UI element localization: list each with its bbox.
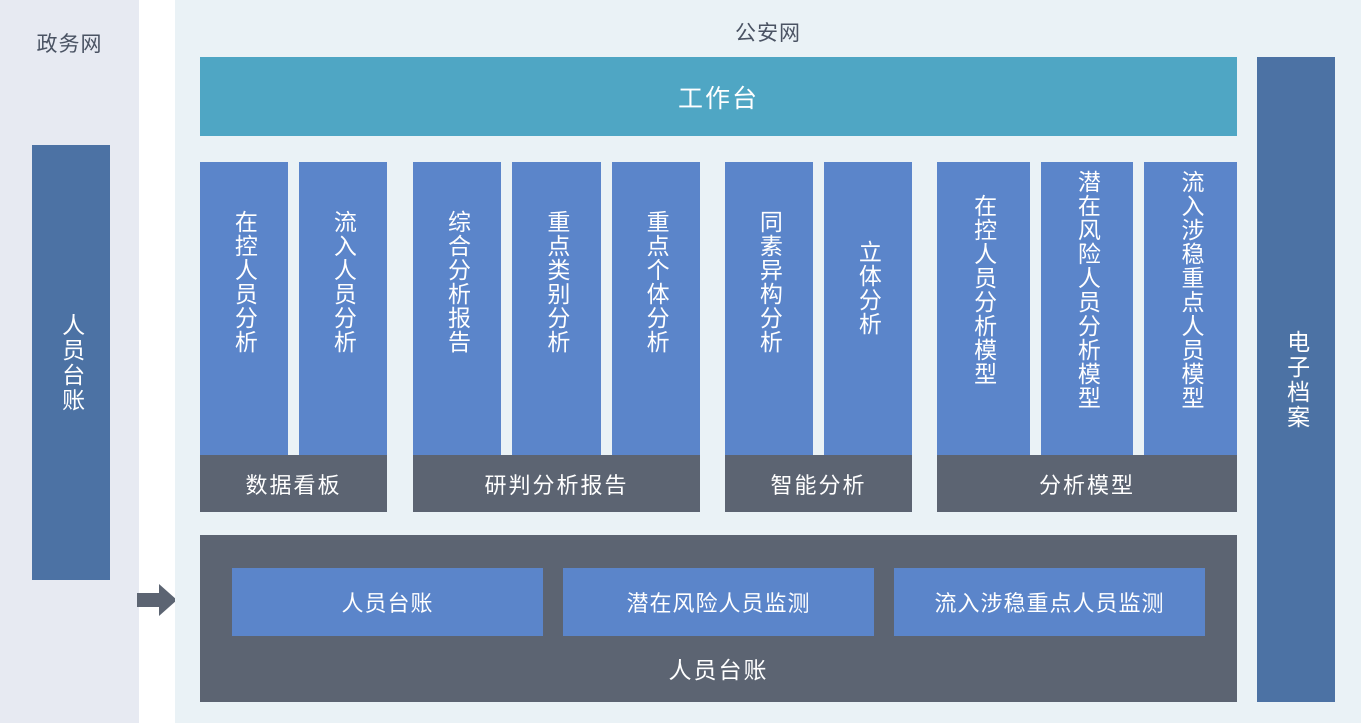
function-column[interactable]: 流入人员分析 xyxy=(299,162,387,455)
function-group-analysis-report: 综合分析报告 重点类别分析 重点个体分析研判分析报告 xyxy=(413,162,700,512)
function-column[interactable]: 在控人员分析模型 xyxy=(937,162,1030,455)
function-column-row: 同素异构分析 立体分析 xyxy=(725,162,912,455)
function-group-analysis-model: 在控人员分析模型 潜在风险人员分析模型 流入涉稳重点人员模型分析模型 xyxy=(937,162,1238,512)
function-group-intelligent-analysis: 同素异构分析 立体分析智能分析 xyxy=(725,162,912,512)
function-column[interactable]: 立体分析 xyxy=(824,162,912,455)
function-column-label: 在控人员分析 xyxy=(231,210,258,354)
function-column-label: 在控人员分析模型 xyxy=(970,194,997,386)
function-group-bar-label: 分析模型 xyxy=(1038,472,1135,498)
function-group-bar[interactable]: 智能分析 xyxy=(725,455,912,512)
function-group-region: 在控人员分析 流入人员分析数据看板 综合分析报告 重点类别分析 重点个体分析研判分析报告… xyxy=(200,162,1238,512)
public-security-network-panel: 公安网 工作台 电子档案 在控人员分析 流入人员分析数据看板 综合分析报告 重点类别分… xyxy=(175,0,1361,723)
function-column[interactable]: 综合分析报告 xyxy=(413,162,502,455)
ledger-tile[interactable]: 潜在风险人员监测 xyxy=(563,568,874,636)
function-group-data-board: 在控人员分析 流入人员分析数据看板 xyxy=(200,162,387,512)
electronic-archive-card[interactable]: 电子档案 xyxy=(1257,57,1335,702)
function-group-bar[interactable]: 研判分析报告 xyxy=(413,455,700,512)
function-group-bar-label: 数据看板 xyxy=(245,472,342,498)
government-network-title: 政务网 xyxy=(36,33,103,56)
function-column-label: 重点个体分析 xyxy=(643,210,670,354)
function-group-bar-label: 研判分析报告 xyxy=(484,472,629,498)
function-column[interactable]: 流入涉稳重点人员模型 xyxy=(1144,162,1238,455)
ledger-tile-label: 流入涉稳重点人员监测 xyxy=(934,591,1165,616)
function-group-bar[interactable]: 分析模型 xyxy=(937,455,1237,512)
personnel-ledger-source-card[interactable]: 人员台账 xyxy=(32,145,110,580)
government-network-panel: 政务网 人员台账 xyxy=(0,0,139,723)
function-column-label: 同素异构分析 xyxy=(756,210,783,354)
workbench-label: 工作台 xyxy=(677,84,759,113)
function-column[interactable]: 潜在风险人员分析模型 xyxy=(1040,162,1134,455)
public-security-network-title: 公安网 xyxy=(735,22,801,45)
ledger-tile[interactable]: 人员台账 xyxy=(232,568,543,636)
function-column-row: 在控人员分析 流入人员分析 xyxy=(200,162,387,455)
personnel-ledger-source-label: 人员台账 xyxy=(58,312,85,413)
workbench-bar[interactable]: 工作台 xyxy=(200,57,1237,136)
function-column-label: 流入涉稳重点人员模型 xyxy=(1178,170,1205,410)
ledger-tile-label: 潜在风险人员监测 xyxy=(626,591,811,616)
function-column-label: 流入人员分析 xyxy=(330,210,357,354)
function-group-bar-label: 智能分析 xyxy=(770,472,867,498)
function-group-bar[interactable]: 数据看板 xyxy=(200,455,387,512)
function-column[interactable]: 重点类别分析 xyxy=(512,162,601,455)
function-column-row: 综合分析报告 重点类别分析 重点个体分析 xyxy=(413,162,700,455)
function-column[interactable]: 重点个体分析 xyxy=(611,162,700,455)
arrow-right-icon xyxy=(137,584,177,616)
ledger-tile[interactable]: 流入涉稳重点人员监测 xyxy=(894,568,1205,636)
ledger-tile-row: 人员台账 潜在风险人员监测 流入涉稳重点人员监测 xyxy=(232,568,1205,636)
function-column[interactable]: 同素异构分析 xyxy=(725,162,813,455)
function-column-row: 在控人员分析模型 潜在风险人员分析模型 流入涉稳重点人员模型 xyxy=(937,162,1238,455)
function-column-label: 立体分析 xyxy=(855,240,882,336)
personnel-ledger-section-label: 人员台账 xyxy=(668,657,769,683)
function-column[interactable]: 在控人员分析 xyxy=(200,162,288,455)
ledger-tile-label: 人员台账 xyxy=(341,591,434,616)
function-column-label: 重点类别分析 xyxy=(543,210,570,354)
function-column-label: 潜在风险人员分析模型 xyxy=(1074,170,1101,410)
personnel-ledger-section: 人员台账 潜在风险人员监测 流入涉稳重点人员监测 人员台账 xyxy=(200,535,1237,702)
electronic-archive-label: 电子档案 xyxy=(1283,329,1310,430)
function-column-label: 综合分析报告 xyxy=(444,210,471,354)
